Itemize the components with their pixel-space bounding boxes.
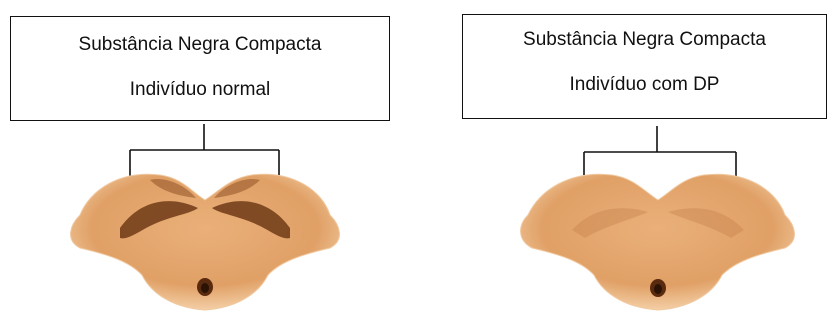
midbrain-section-normal: [71, 174, 340, 310]
midbrain-section-pd: [521, 174, 795, 310]
